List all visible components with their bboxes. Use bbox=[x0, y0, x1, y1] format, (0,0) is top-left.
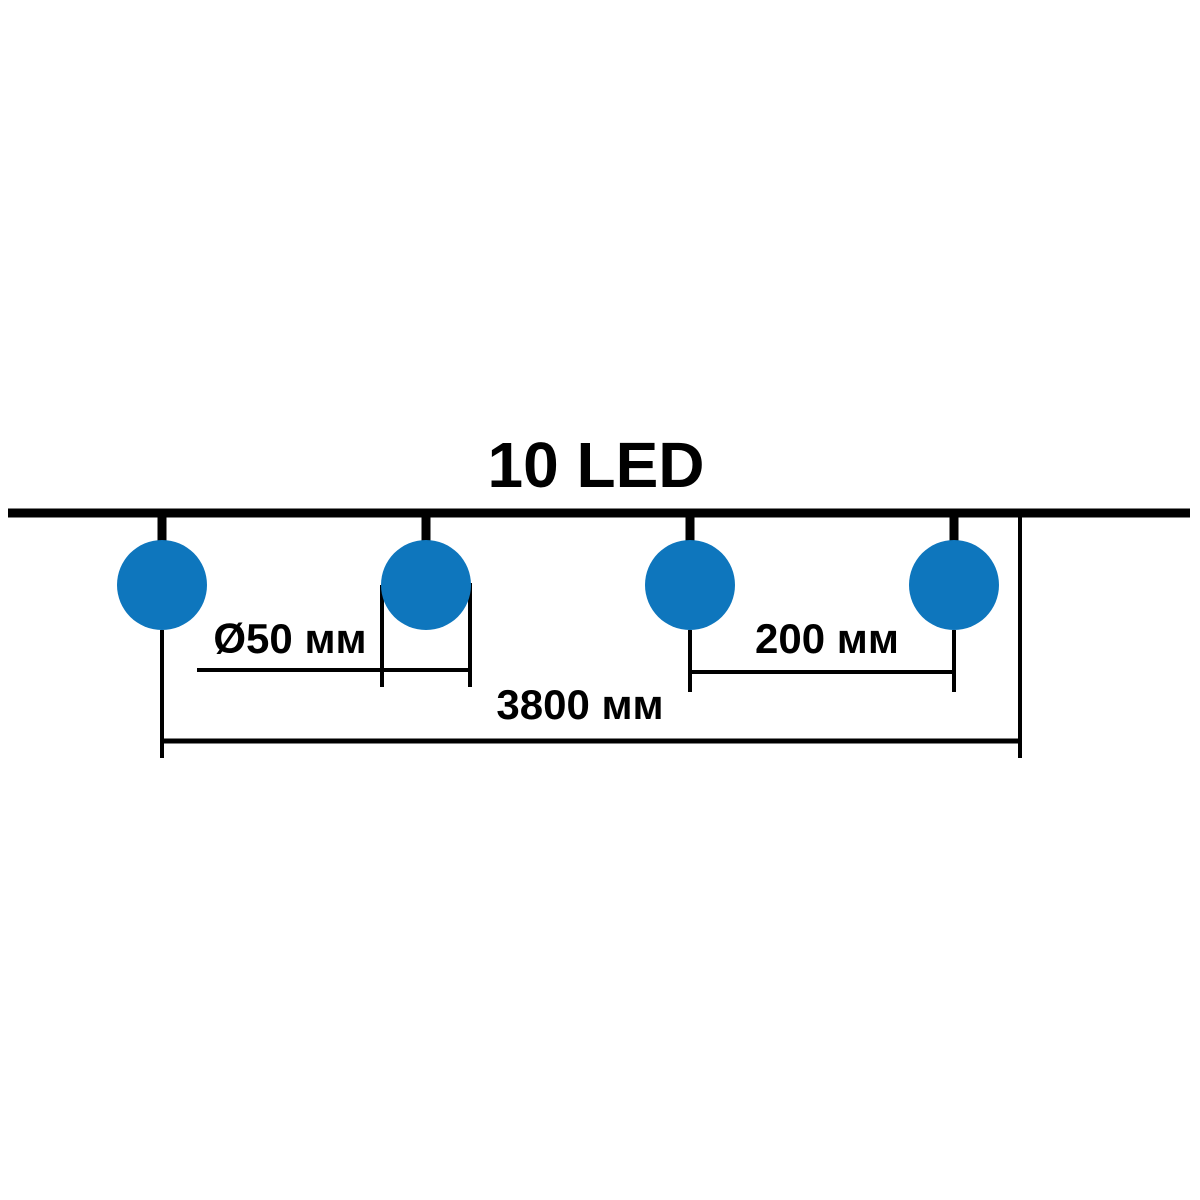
led-bulb bbox=[645, 540, 735, 630]
total-length-label: 3800 мм bbox=[496, 681, 663, 728]
led-bulb bbox=[117, 540, 207, 630]
diagram-title: 10 LED bbox=[488, 429, 705, 501]
bulb-spacing-label: 200 мм bbox=[755, 615, 899, 662]
bulb-diameter-label: Ø50 мм bbox=[213, 615, 366, 662]
led-bulb bbox=[381, 540, 471, 630]
led-bulb bbox=[909, 540, 999, 630]
